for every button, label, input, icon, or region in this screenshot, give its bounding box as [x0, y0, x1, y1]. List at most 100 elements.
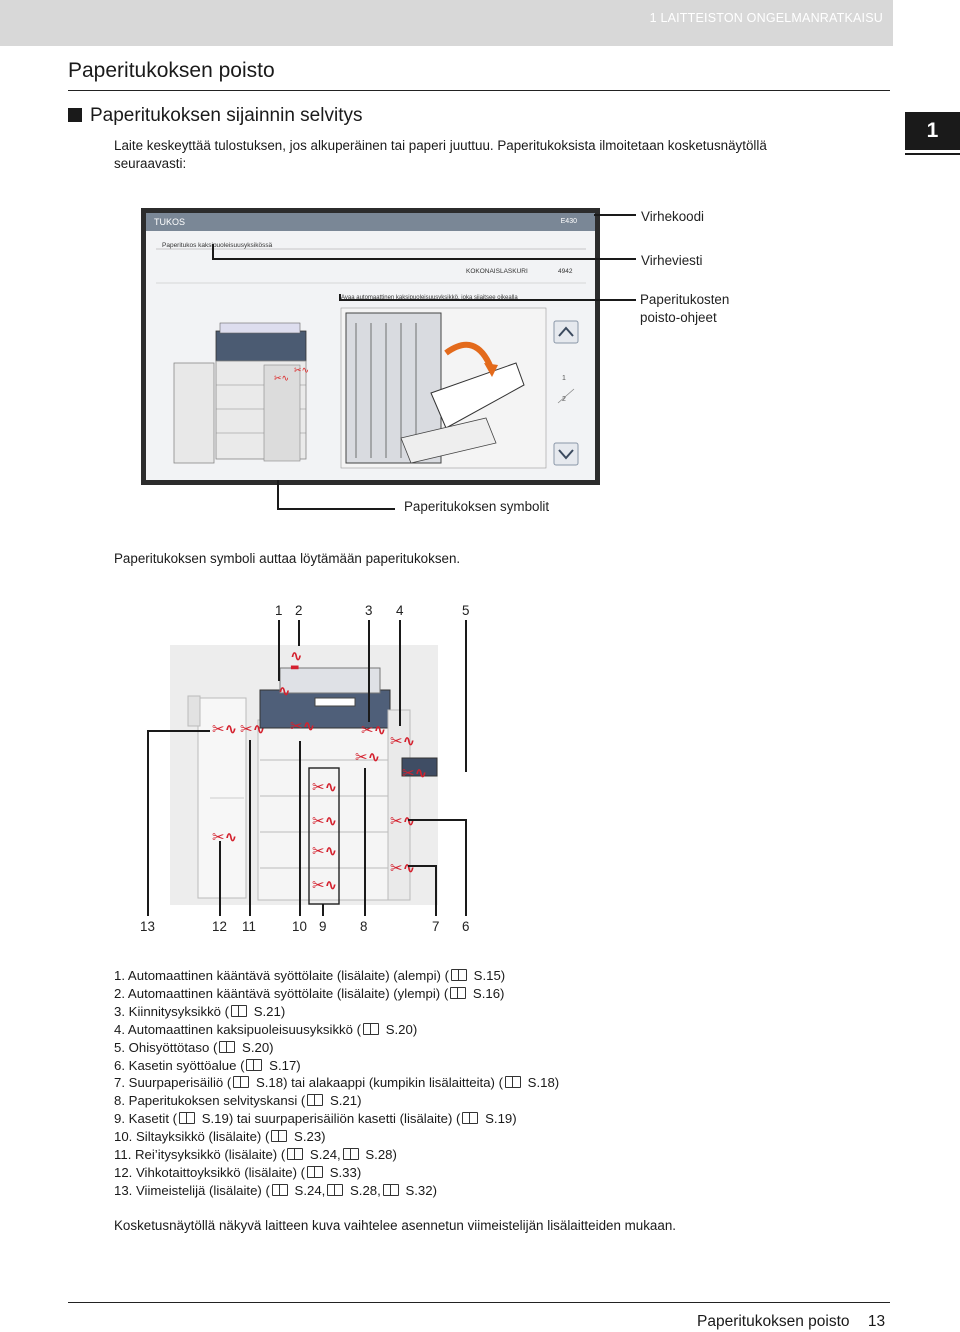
leader-instructions-v — [339, 294, 341, 301]
page-title: Paperitukoksen poisto — [68, 59, 275, 82]
list-item-text: 7. Suurpaperisäiliö ( — [114, 1075, 232, 1091]
list-item: 4. Automaattinen kaksipuoleisuusyksikkö … — [114, 1021, 559, 1039]
page-reference: S.15) — [469, 968, 506, 983]
page-reference: S.18) tai alakaappi (kumpikin lisälaitte… — [252, 1075, 503, 1091]
intro-line-1: Laite keskeyttää tulostuksen, jos alkupe… — [114, 138, 767, 153]
svg-text:∿: ∿ — [290, 647, 303, 665]
book-reference-icon — [246, 1058, 263, 1071]
page-reference: S.28) — [361, 1147, 397, 1163]
list-item: 1. Automaattinen kääntävä syöttölaite (l… — [114, 967, 559, 985]
screen-page-2: 2 — [562, 396, 566, 403]
diagram-number-4: 4 — [396, 603, 404, 618]
page-reference: S.28, — [346, 1182, 381, 1198]
leader-error-message-h — [212, 258, 636, 260]
page-reference: S.19) tai suurpaperisäiliön kasetti (lis… — [198, 1111, 461, 1127]
page-reference: S.24, — [290, 1182, 326, 1198]
chapter-tab-number: 1 — [926, 119, 939, 142]
scroll-up-button — [553, 320, 579, 344]
page-reference: S.16) — [469, 985, 505, 1001]
chapter-tab-underline — [905, 153, 960, 155]
page-reference: S.33) — [326, 1164, 362, 1180]
leader-error-code — [594, 214, 636, 216]
leader-lines-top — [278, 620, 467, 772]
diagram-number-2: 2 — [295, 603, 303, 618]
diagram-number-10: 10 — [292, 919, 307, 934]
footer: Paperitukoksen poisto 13 — [697, 1313, 885, 1331]
section-title: Paperitukoksen sijainnin selvitys — [68, 105, 362, 127]
list-item-text: 6. Kasetin syöttöalue ( — [114, 1057, 245, 1073]
footer-rule — [68, 1302, 890, 1303]
screen-graphics: ✂∿ ✂∿ — [156, 248, 586, 469]
list-item-text: 11. Rei’itysyksikkö (lisälaite) ( — [114, 1147, 286, 1163]
leader-symbols-h — [277, 508, 395, 510]
running-header: 1 LAITTEISTON ONGELMANRATKAISU — [0, 0, 893, 46]
book-reference-icon — [271, 1183, 288, 1196]
book-reference-icon — [233, 1076, 250, 1089]
page-reference: S.21) — [326, 1093, 362, 1109]
list-item-text: 3. Kiinnitysyksikkö ( — [114, 1003, 230, 1019]
screen-counter-label: KOKONAISLASKURI — [466, 268, 528, 275]
symbol-note: Paperitukoksen symboli auttaa löytämään … — [114, 551, 461, 566]
chapter-tab: 1 — [905, 112, 960, 155]
book-reference-icon — [287, 1148, 304, 1161]
svg-text:✂∿: ✂∿ — [312, 778, 337, 796]
list-item-text: 1. Automaattinen kääntävä syöttölaite (l… — [114, 968, 449, 983]
list-item-text: 8. Paperitukoksen selvityskansi ( — [114, 1093, 306, 1109]
leader-lines-bottom — [147, 730, 467, 916]
diagram-number-9: 9 — [319, 919, 327, 934]
page-reference: S.20) — [238, 1039, 274, 1055]
callout-error-code: Virhekoodi — [641, 209, 705, 224]
list-item-text: 13. Viimeistelijä (lisälaite) ( — [114, 1182, 270, 1198]
page-reference: S.19) — [481, 1111, 517, 1127]
book-reference-icon — [450, 986, 467, 999]
list-item: 12. Vihkotaittoyksikkö (lisälaite) ( S.3… — [114, 1164, 559, 1182]
diagram-number-3: 3 — [365, 603, 373, 618]
diagram-number-11: 11 — [242, 919, 256, 934]
screen-title: TUKOS — [154, 217, 186, 227]
list-item: 13. Viimeistelijä (lisälaite) ( S.24, S.… — [114, 1182, 559, 1200]
svg-text:∿: ∿ — [278, 682, 291, 700]
callout-instructions-line1: Paperitukosten — [640, 292, 730, 307]
touch-screen-image: TUKOS E430 Paperitukos kaksipuoleisuusyk… — [141, 208, 600, 485]
screen-page-1: 1 — [562, 375, 566, 382]
screen-instruction: Avaa automaattinen kaksipuoleisuusyksikk… — [341, 295, 518, 301]
svg-text:✂∿: ✂∿ — [274, 374, 289, 384]
diagram-number-5: 5 — [462, 603, 470, 618]
page-reference: S.23) — [290, 1129, 326, 1145]
svg-text:✂∿: ✂∿ — [390, 732, 415, 750]
book-reference-icon — [231, 1004, 248, 1017]
svg-text:✂∿: ✂∿ — [290, 717, 315, 735]
screen-error-code: E430 — [560, 218, 577, 225]
book-reference-icon — [363, 1022, 380, 1035]
jam-symbols: ∿▬ ∿ ✂∿ ✂∿ ✂∿ ✂∿ ✂∿ ✂∿ ✂∿ ✂∿ ✂∿ ✂∿ ✂∿ ✂∿… — [212, 647, 427, 894]
list-item-text: 10. Siltayksikkö (lisälaite) ( — [114, 1129, 270, 1145]
callout-symbols: Paperitukoksen symbolit — [404, 499, 550, 514]
section-bullet-icon — [68, 108, 82, 122]
list-item: 5. Ohisyöttötaso ( S.20) — [114, 1039, 559, 1057]
svg-text:✂∿: ✂∿ — [312, 812, 337, 830]
jam-location-list: 1. Automaattinen kääntävä syöttölaite (l… — [114, 967, 559, 1200]
svg-text:✂∿: ✂∿ — [390, 859, 415, 877]
book-reference-icon — [504, 1076, 521, 1089]
book-reference-icon — [271, 1130, 288, 1143]
svg-text:✂∿: ✂∿ — [390, 812, 415, 830]
list-item-text: 12. Vihkotaittoyksikkö (lisälaite) ( — [114, 1164, 306, 1180]
screen-title-bar — [146, 213, 595, 231]
list-item: 6. Kasetin syöttöalue ( S.17) — [114, 1057, 559, 1075]
list-item: 3. Kiinnitysyksikkö ( S.21) — [114, 1003, 559, 1021]
book-reference-icon — [307, 1165, 324, 1178]
diagram-number-7: 7 — [432, 919, 440, 934]
list-item: 11. Rei’itysyksikkö (lisälaite) ( S.24, … — [114, 1146, 559, 1164]
book-reference-icon — [307, 1094, 324, 1107]
book-reference-icon — [342, 1148, 359, 1161]
svg-text:✂∿: ✂∿ — [294, 366, 309, 376]
closing-note: Kosketusnäytöllä näkyvä laitteen kuva va… — [114, 1218, 676, 1233]
list-item: 7. Suurpaperisäiliö ( S.18) tai alakaapp… — [114, 1074, 559, 1092]
svg-text:▬: ▬ — [290, 662, 299, 673]
intro-line-2: seuraavasti: — [114, 156, 187, 171]
book-reference-icon — [327, 1183, 344, 1196]
footer-title: Paperitukoksen poisto — [697, 1313, 850, 1330]
book-reference-icon — [219, 1040, 236, 1053]
list-item: 8. Paperitukoksen selvityskansi ( S.21) — [114, 1092, 559, 1110]
section-title-text: Paperitukoksen sijainnin selvitys — [90, 105, 363, 126]
